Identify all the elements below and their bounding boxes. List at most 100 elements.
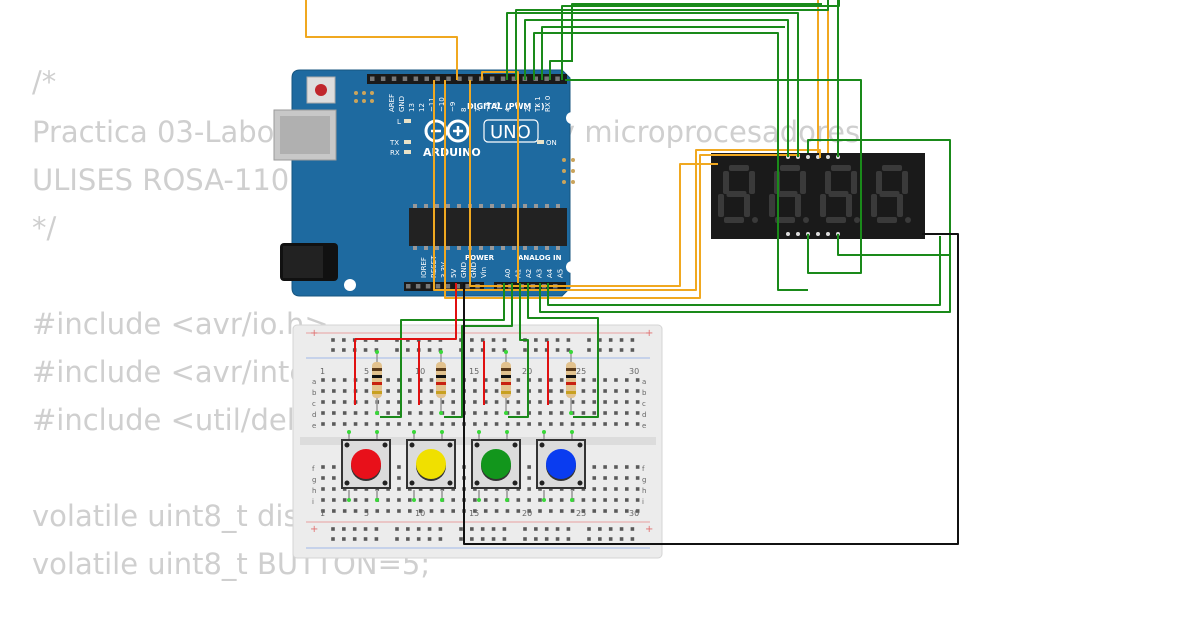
button-cap[interactable] — [546, 449, 576, 479]
button-cap[interactable] — [416, 449, 446, 479]
breadboard-hole — [332, 509, 336, 513]
breadboard-hole — [592, 498, 597, 502]
digital-pin-label: 2 — [524, 108, 532, 112]
segment — [726, 191, 747, 197]
resistor-band — [436, 368, 446, 371]
row-letter: e — [312, 422, 316, 430]
button-cap[interactable] — [351, 449, 381, 479]
digital-pin-label: 8 — [460, 108, 468, 112]
breadboard-hole — [364, 411, 369, 415]
chip-pin — [545, 246, 549, 250]
push-button[interactable] — [471, 430, 521, 502]
uno-badge — [483, 119, 539, 143]
arduino-brand-label: ARDUINO — [423, 146, 481, 159]
breadboard-rail-hole — [480, 348, 485, 352]
breadboard-hole — [408, 498, 412, 502]
button-cap[interactable] — [481, 449, 511, 479]
breadboard-hole — [386, 400, 390, 404]
breadboard-hole — [451, 498, 455, 502]
analog-pin-label: A0 — [504, 269, 512, 278]
breadboard-hole — [592, 509, 597, 513]
button-corner — [382, 480, 388, 486]
breadboard-hole — [483, 378, 488, 382]
connection-dot — [570, 498, 574, 502]
chip-pin — [424, 246, 428, 250]
button-corner — [512, 442, 518, 448]
header-pin — [402, 76, 408, 81]
push-button[interactable] — [536, 430, 586, 502]
breadboard-hole — [538, 411, 542, 415]
breadboard-rail-hole — [459, 537, 463, 541]
chip-pin — [413, 246, 417, 250]
breadboard-hole — [516, 411, 521, 415]
push-button[interactable] — [406, 430, 456, 502]
breadboard-hole — [592, 476, 597, 480]
breadboard-hole — [408, 400, 412, 404]
breadboard-hole — [559, 509, 564, 513]
led-tx-label: TX — [389, 139, 399, 147]
wire-orange — [469, 80, 718, 287]
breadboard-rail-hole — [342, 338, 346, 342]
breadboard-hole — [386, 509, 390, 513]
breadboard-hole — [516, 509, 521, 513]
breadboard-rail-hole — [427, 348, 432, 352]
breadboard-hole — [386, 378, 390, 382]
row-letter: f — [642, 465, 645, 473]
power-pin-label: GND — [460, 262, 468, 278]
breadboard-hole — [614, 400, 618, 404]
chip-pin — [556, 246, 560, 250]
row-letter: d — [312, 411, 316, 419]
segment — [780, 165, 800, 171]
breadboard-hole — [342, 400, 347, 404]
breadboard-hole — [418, 498, 423, 502]
connection-dot — [477, 430, 481, 434]
analog-pin-label: A4 — [546, 268, 554, 278]
digital-pin-label: ~6 — [484, 101, 492, 112]
button-corner — [474, 480, 480, 486]
breadboard-hole — [473, 378, 477, 382]
reset-button-cap[interactable] — [315, 84, 327, 96]
breadboard-hole — [625, 411, 629, 415]
button-corner — [447, 480, 453, 486]
wire-green — [533, 32, 808, 291]
breadboard-hole — [375, 509, 380, 513]
breadboard-rail-hole — [491, 348, 496, 352]
breadboard-rail-hole — [331, 537, 335, 541]
seven-segment-display[interactable] — [711, 153, 925, 239]
breadboard-hole — [494, 389, 499, 393]
breadboard-hole — [505, 400, 510, 404]
breadboard-hole — [505, 422, 510, 426]
analog-pin-label: A3 — [536, 269, 544, 278]
breadboard-hole — [570, 509, 575, 513]
breadboard-hole — [527, 378, 531, 382]
column-number: 5 — [364, 367, 369, 376]
digital-pwm-label: DIGITAL (PWM ~) — [467, 102, 545, 111]
row-letter: i — [642, 498, 644, 506]
connection-dot — [439, 411, 443, 415]
resistor-band — [501, 375, 511, 378]
breadboard-hole — [625, 422, 629, 426]
push-button[interactable] — [341, 430, 391, 502]
breadboard-rail-hole — [342, 537, 346, 541]
resistor — [501, 350, 511, 415]
row-letter: b — [312, 389, 317, 397]
breadboard-hole — [625, 509, 629, 513]
breadboard-hole — [603, 400, 607, 404]
breadboard-hole — [494, 422, 499, 426]
chip-pin — [501, 204, 505, 208]
header-pin — [415, 284, 421, 289]
resistor-band — [566, 375, 576, 378]
breadboard-rail-hole — [416, 537, 421, 541]
header-pin — [370, 76, 375, 81]
breadboard-hole — [353, 498, 358, 502]
breadboard-hole — [505, 509, 510, 513]
header-pin — [500, 76, 506, 81]
breadboard-rail-hole — [544, 537, 549, 541]
breadboard-rail-hole — [406, 527, 410, 531]
breadboard-hole — [440, 400, 445, 404]
push-buttons[interactable] — [341, 430, 586, 502]
wire-green — [565, 79, 862, 274]
breadboard-hole — [549, 422, 553, 426]
breadboard-hole — [353, 411, 358, 415]
